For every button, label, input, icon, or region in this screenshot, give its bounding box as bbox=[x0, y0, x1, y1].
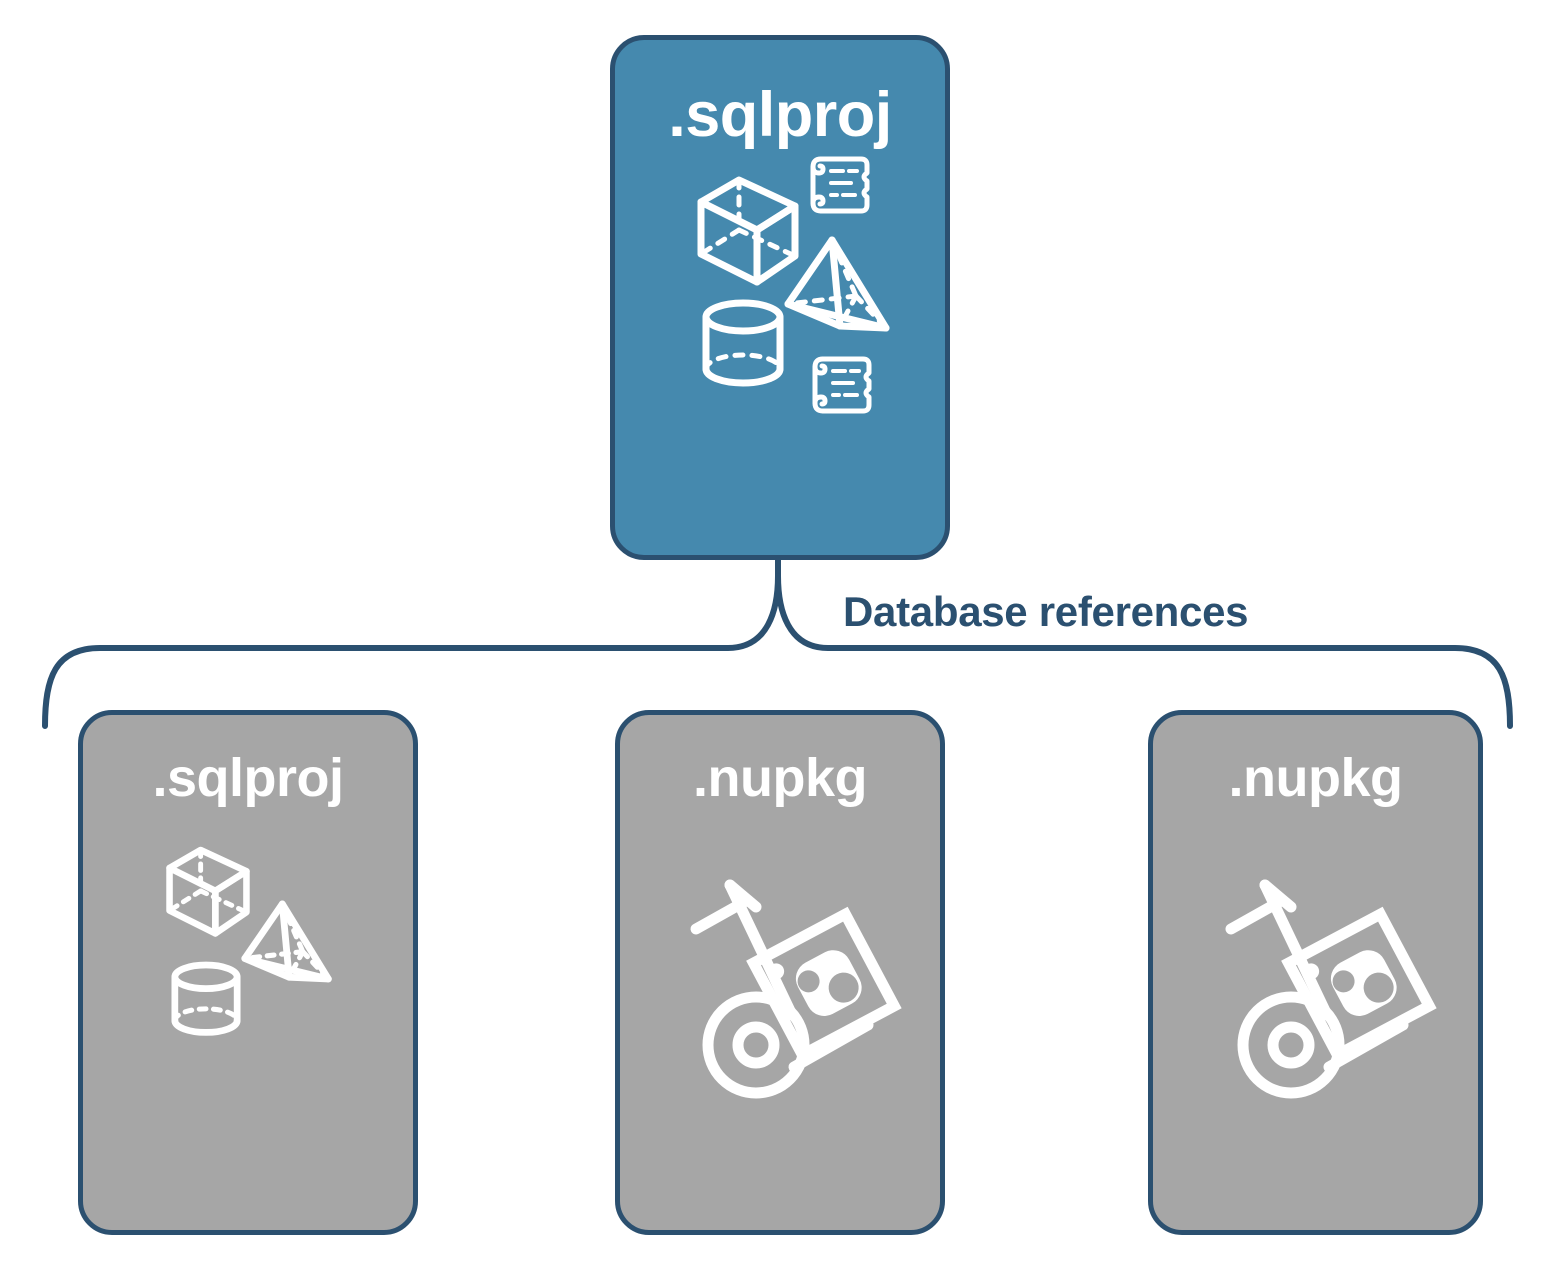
child-node-sqlproj[interactable]: .sqlproj bbox=[78, 710, 418, 1235]
child-node-icon-area bbox=[620, 805, 940, 1230]
child-node-nupkg-1[interactable]: .nupkg bbox=[615, 710, 945, 1235]
cylinder-icon bbox=[171, 961, 241, 1036]
hand-truck-package-icon bbox=[1225, 879, 1437, 1099]
pyramid-icon bbox=[241, 900, 332, 983]
child-node-icon-area bbox=[83, 805, 413, 1230]
scroll-icon bbox=[812, 356, 872, 414]
root-node-icon-area bbox=[615, 147, 945, 555]
hand-truck-package-icon bbox=[690, 879, 902, 1099]
scroll-icon bbox=[810, 156, 870, 214]
child-node-label: .nupkg bbox=[693, 748, 867, 808]
child-node-label: .nupkg bbox=[1228, 748, 1403, 808]
child-node-icon-area bbox=[1153, 805, 1478, 1230]
cube-icon bbox=[697, 176, 799, 286]
brace-label: Database references bbox=[843, 588, 1249, 635]
cube-icon bbox=[166, 846, 250, 937]
root-node-label: .sqlproj bbox=[668, 80, 892, 150]
pyramid-icon bbox=[784, 236, 890, 332]
cylinder-icon bbox=[702, 299, 784, 387]
root-node-sqlproj[interactable]: .sqlproj bbox=[610, 35, 950, 560]
child-node-label: .sqlproj bbox=[152, 748, 344, 808]
child-node-nupkg-2[interactable]: .nupkg bbox=[1148, 710, 1483, 1235]
